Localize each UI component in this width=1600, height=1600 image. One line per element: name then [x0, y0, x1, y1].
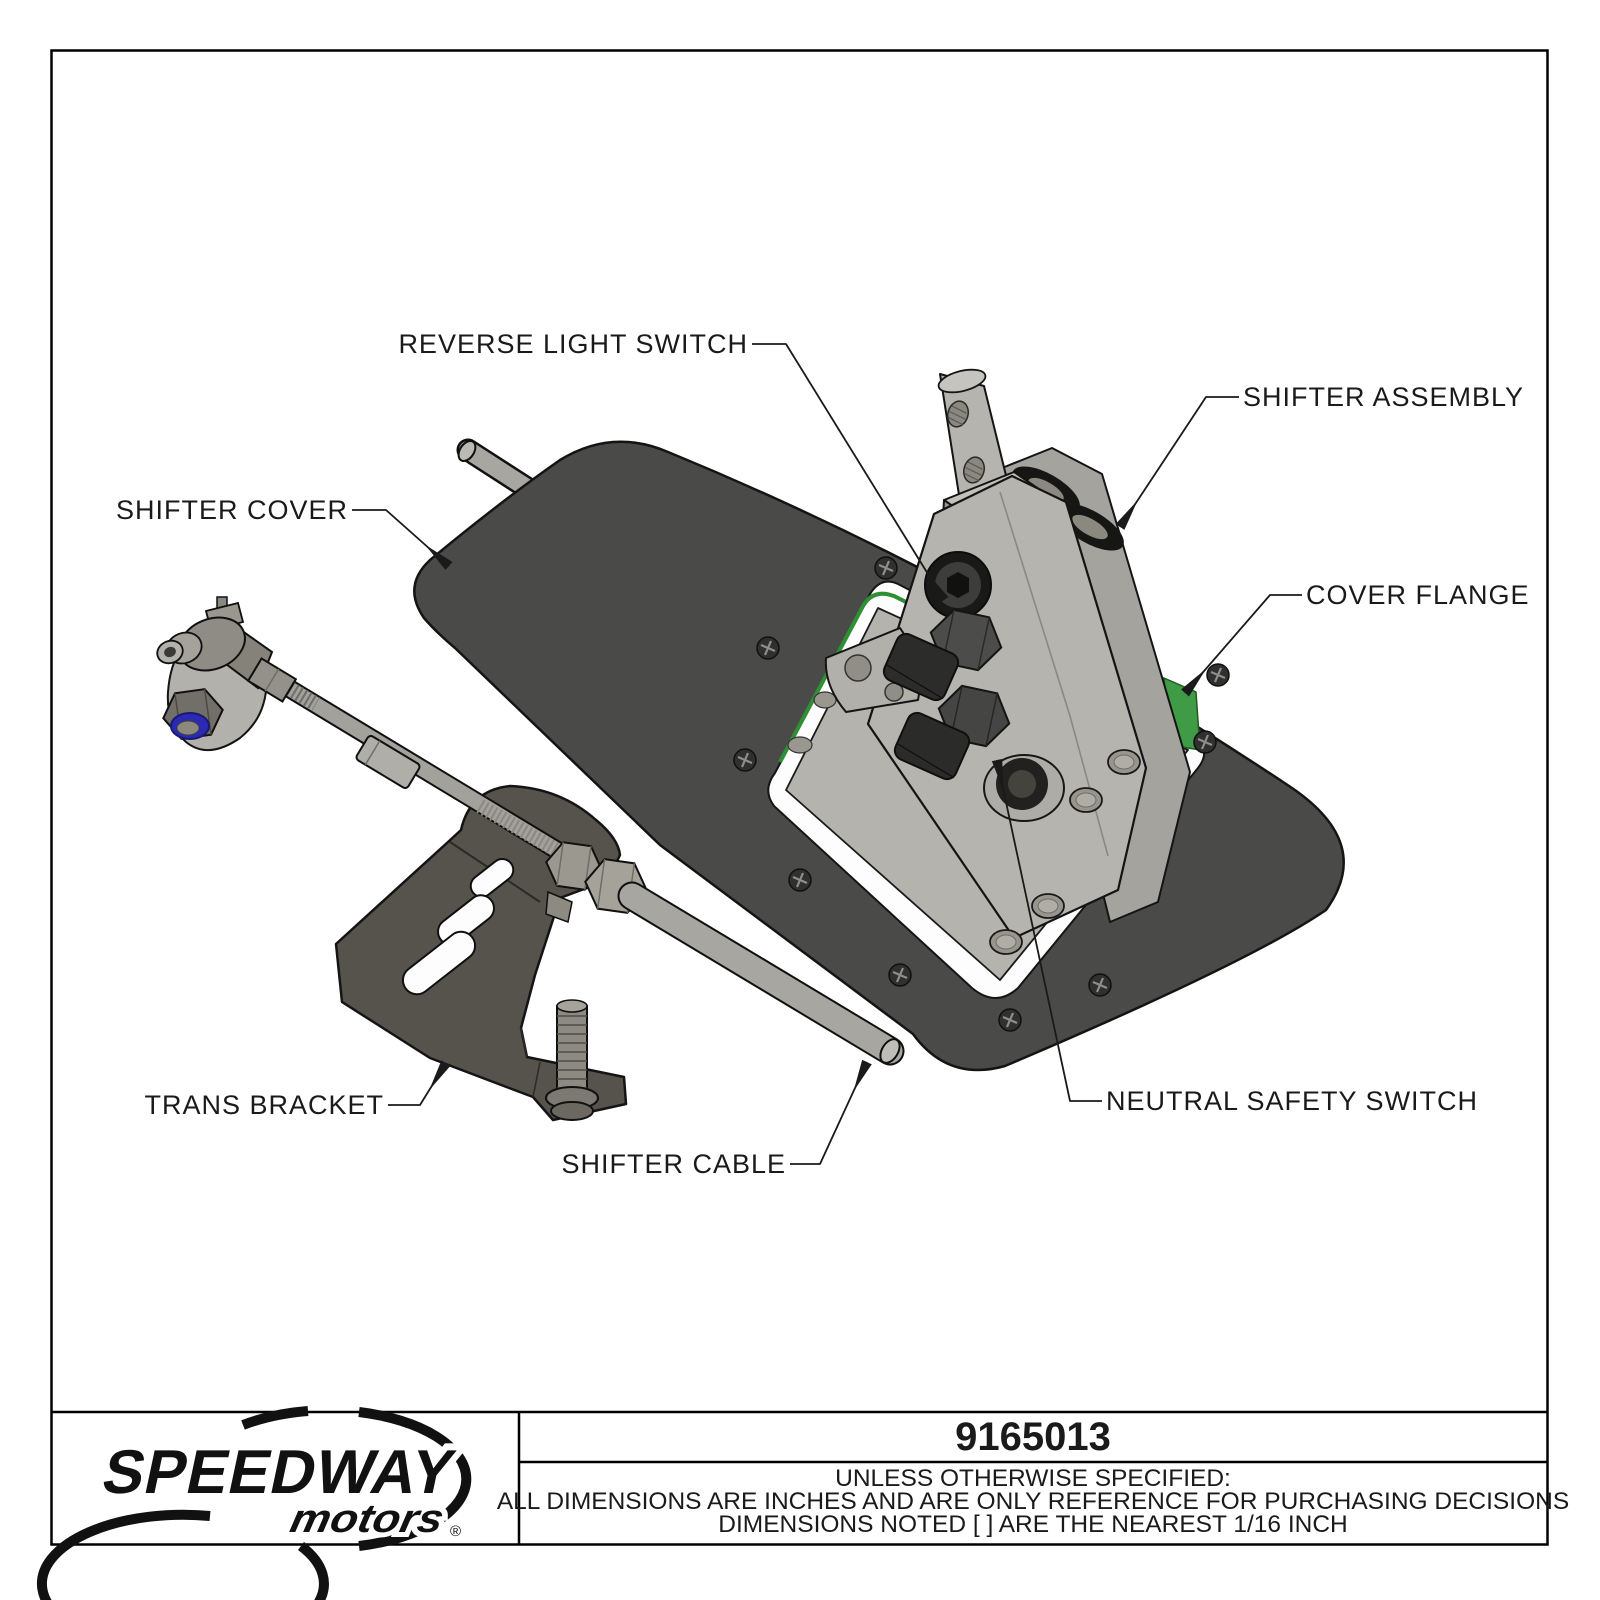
nylock-nut: [162, 688, 224, 740]
logo-arc-bottom: [36, 1509, 329, 1600]
neutral-safety-switch-part: [893, 684, 1011, 781]
reverse-light-switch-part: [882, 608, 1003, 702]
lower-pivot: [983, 754, 1065, 822]
leader-shifter-cover: [352, 509, 453, 570]
thread-hole: [962, 456, 986, 484]
logo-arc-top: [241, 1406, 309, 1430]
shifter-cable-part: [156, 596, 905, 1066]
cable-coupler: [355, 735, 421, 789]
label-shifter-assembly: SHIFTER ASSEMBLY: [1243, 382, 1524, 412]
label-shifter-cable: SHIFTER CABLE: [561, 1149, 786, 1179]
label-cover-flange: COVER FLANGE: [1306, 580, 1530, 610]
callouts: REVERSE LIGHT SWITCH SHIFTER ASSEMBLY SH…: [116, 329, 1530, 1179]
exploded-diagram: REVERSE LIGHT SWITCH SHIFTER ASSEMBLY SH…: [116, 329, 1530, 1179]
leader-shifter-assembly: [1115, 396, 1239, 530]
leader-trans-bracket: [388, 1060, 451, 1106]
label-neutral-safety-switch: NEUTRAL SAFETY SWITCH: [1106, 1086, 1478, 1116]
pivot-ring: [1056, 503, 1124, 551]
title-block: 9165013 UNLESS OTHERWISE SPECIFIED: ALL …: [36, 49, 1569, 1600]
rod-end-linkage: [156, 596, 298, 751]
gasket-edge: [778, 591, 986, 763]
logo-brand-text: SPEEDWAY: [97, 1438, 462, 1507]
logo-registered-mark: ®: [450, 1523, 461, 1540]
thread-hole: [946, 400, 970, 428]
notes-line-2: ALL DIMENSIONS ARE INCHES AND ARE ONLY R…: [497, 1488, 1569, 1515]
notes-line-3: DIMENSIONS NOTED [ ] ARE THE NEAREST 1/1…: [718, 1511, 1347, 1538]
logo-sub-text: motors: [286, 1495, 448, 1540]
part-number: 9165013: [955, 1415, 1111, 1459]
leader-reverse-light-switch: [752, 343, 949, 603]
notes-line-1: UNLESS OTHERWISE SPECIFIED:: [835, 1465, 1231, 1492]
bracket-stud-bolt: [545, 999, 599, 1121]
label-trans-bracket: TRANS BRACKET: [144, 1090, 384, 1120]
leader-cover-flange: [1181, 594, 1302, 697]
leader-neutral-safety-switch: [991, 758, 1102, 1102]
label-shifter-cover: SHIFTER COVER: [116, 495, 348, 525]
label-reverse-light-switch: REVERSE LIGHT SWITCH: [398, 329, 748, 359]
drawing-border: [50, 49, 1549, 1546]
speedway-motors-logo: SPEEDWAY motors ®: [36, 1406, 472, 1600]
leader-shifter-cable: [790, 1059, 872, 1165]
logo-arc-right: [358, 1407, 472, 1551]
